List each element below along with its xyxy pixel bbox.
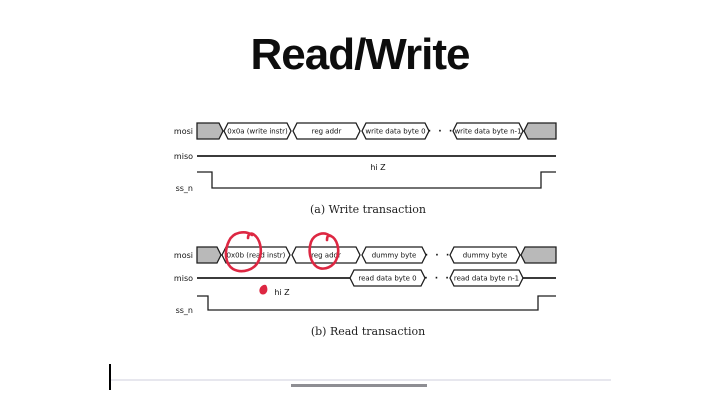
- signal-label-mosi: mosi: [174, 127, 193, 136]
- signal-label-miso: miso: [174, 274, 193, 283]
- signal-label-ssn: ss_n: [176, 184, 193, 193]
- bus-segment-label: reg addr: [312, 128, 342, 136]
- signal-label-mosi: mosi: [174, 251, 193, 260]
- bus-segment-label: dummy byte: [372, 252, 417, 260]
- ellipsis-dots: · · ·: [424, 274, 451, 284]
- read-transaction-diagram: mosi miso ss_n 0x0b (read instr) reg add…: [174, 231, 557, 338]
- bus-segment-label: 0x0a (write instr): [227, 128, 288, 136]
- red-mark-annotation-icon: [259, 284, 268, 295]
- signal-label-miso: miso: [174, 152, 193, 161]
- bus-segment-label: 0x0b (read instr): [227, 252, 286, 260]
- bus-segment: [223, 122, 292, 140]
- bus-segment: [361, 122, 430, 140]
- bus-idle-block: [523, 122, 557, 140]
- bus-segment: [449, 246, 521, 264]
- bus-segment: [452, 122, 524, 140]
- bus-segment-label: read data byte n-1: [454, 275, 519, 283]
- slide-title: Read/Write: [250, 30, 470, 79]
- scrollbar-thumb[interactable]: [291, 384, 427, 387]
- diagram-caption: (a) Write transaction: [310, 203, 426, 216]
- ssn-waveform: [197, 171, 556, 189]
- bus-segment-label: write data byte n-1: [454, 128, 521, 136]
- bus-idle-block: [520, 246, 557, 264]
- scrollbar-track[interactable]: [111, 379, 611, 381]
- bus-segment: [292, 122, 361, 140]
- bus-segment-label: dummy byte: [463, 252, 508, 260]
- signal-label-ssn: ss_n: [176, 306, 193, 315]
- red-circle-annotation-icon: [224, 231, 263, 273]
- bus-segment-label: reg addr: [311, 252, 341, 260]
- bus-idle-block: [196, 122, 224, 140]
- write-transaction-diagram: mosi miso ss_n 0x0a (write instr) reg ad…: [174, 122, 557, 216]
- ssn-waveform: [197, 295, 556, 311]
- diagram-caption: (b) Read transaction: [311, 325, 425, 338]
- red-circle-annotation-icon: [308, 232, 340, 270]
- ellipsis-dots: · · ·: [425, 251, 452, 261]
- hiz-label: hi Z: [370, 163, 386, 172]
- bus-segment-label: read data byte 0: [358, 275, 416, 283]
- hiz-label: hi Z: [274, 288, 290, 297]
- bus-segment-label: write data byte 0: [365, 128, 425, 136]
- bus-idle-block: [196, 246, 222, 264]
- text-cursor: [109, 364, 111, 390]
- bus-segment: [361, 246, 427, 264]
- ellipsis-dots: · · ·: [428, 127, 455, 137]
- bus-segment: [349, 269, 426, 287]
